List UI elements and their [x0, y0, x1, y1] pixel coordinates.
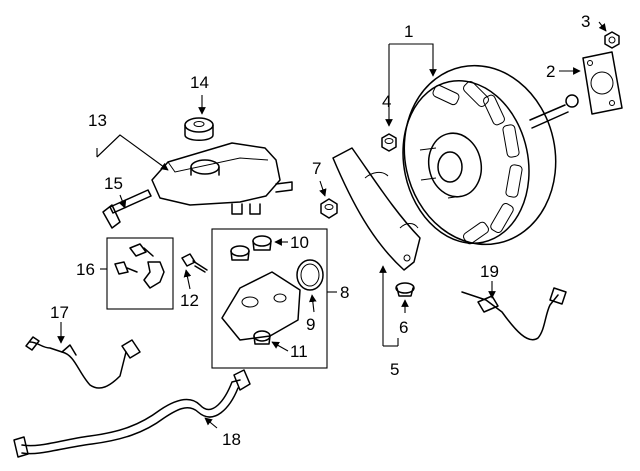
leader-lines	[57, 21, 607, 429]
sensor-harness-left	[25, 336, 141, 389]
callout-15: 15	[104, 174, 123, 193]
shield-grommet	[395, 282, 415, 297]
callout-14: 14	[190, 73, 209, 92]
callout-1: 1	[404, 22, 413, 41]
callout-3: 3	[581, 12, 590, 31]
callout-10: 10	[290, 233, 309, 252]
brake-booster	[402, 64, 579, 246]
mount-bolt	[181, 253, 208, 273]
callout-13: 13	[88, 111, 107, 130]
callout-2: 2	[546, 62, 555, 81]
callout-labels: 1 2 3 4 5 6 7 8 9 10 11 12 13 14 15 16 1…	[50, 12, 590, 449]
fluid-reservoir	[151, 142, 293, 215]
mount-nut	[320, 198, 338, 219]
callout-9: 9	[306, 315, 315, 334]
callout-18: 18	[222, 430, 241, 449]
callout-17: 17	[50, 303, 69, 322]
callout-7: 7	[312, 159, 321, 178]
booster-nut	[604, 31, 620, 49]
callout-19: 19	[480, 262, 499, 281]
callout-4: 4	[382, 92, 391, 111]
reservoir-cap	[184, 117, 214, 141]
reservoir-clip	[102, 189, 152, 229]
shield-nut	[381, 133, 397, 152]
callout-5: 5	[390, 360, 399, 379]
sensor-kit	[106, 237, 174, 310]
vacuum-hose	[13, 369, 251, 458]
callout-12: 12	[180, 291, 199, 310]
heat-shield	[332, 147, 421, 271]
callout-11: 11	[290, 342, 308, 361]
group-brackets	[96, 148, 399, 346]
master-cylinder-box	[211, 228, 328, 369]
callout-8: 8	[340, 283, 349, 302]
callout-16: 16	[76, 260, 95, 279]
callout-6: 6	[399, 318, 408, 337]
booster-gasket	[582, 51, 623, 115]
sensor-harness-right	[461, 287, 567, 341]
